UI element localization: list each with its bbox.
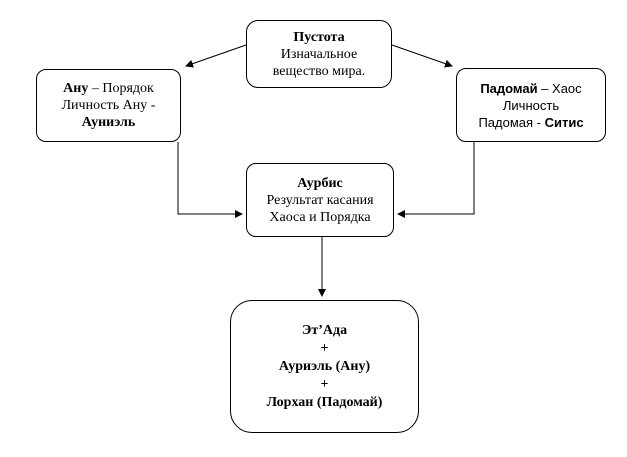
aurbis-line-2: Результат касания (266, 192, 374, 208)
void-title: Пустота (293, 29, 345, 45)
anu-line-2: Личность Ану - (61, 98, 156, 113)
etada-line-5: Лорхан (Падомай) (266, 394, 383, 410)
node-aurbis: Аурбис Результат касания Хаоса и Порядка (246, 163, 394, 237)
etada-plus-1: + (320, 340, 329, 356)
padomay-name: Падомай (480, 80, 538, 96)
arrow-void-to-padomay (391, 44, 453, 68)
padomay-line-2: Личность (502, 97, 560, 113)
padomay-persona: Ситис (544, 114, 584, 130)
padomay-role: – Хаос (537, 80, 582, 96)
void-line-3: вещество мира. (272, 63, 366, 79)
node-padomay: Падомай – Хаос Личность Падомая - Ситис (456, 68, 606, 142)
void-line-2: Изначальное (280, 46, 358, 62)
node-etada: Эт’Ада + Ауриэль (Ану) + Лорхан (Падомай… (230, 300, 419, 433)
arrow-anu-to-aurbis (177, 142, 243, 218)
etada-plus-2: + (320, 376, 329, 392)
etada-line-1: Эт’Ада (301, 322, 348, 338)
arrow-padomay-to-aurbis (397, 142, 475, 218)
anu-role: – Порядок (88, 81, 154, 96)
arrow-void-to-anu (185, 44, 247, 68)
anu-persona: Ауниэль (81, 115, 136, 130)
etada-line-3: Ауриэль (Ану) (278, 358, 371, 374)
padomay-line-3-prefix: Падомая - (478, 114, 545, 130)
anu-name: Ану (63, 81, 89, 96)
node-anu: Ану – Порядок Личность Ану - Ауниэль (36, 69, 181, 142)
node-void: Пустота Изначальное вещество мира. (246, 20, 392, 88)
aurbis-title: Аурбис (297, 175, 343, 191)
aurbis-line-3: Хаоса и Порядка (269, 209, 371, 225)
